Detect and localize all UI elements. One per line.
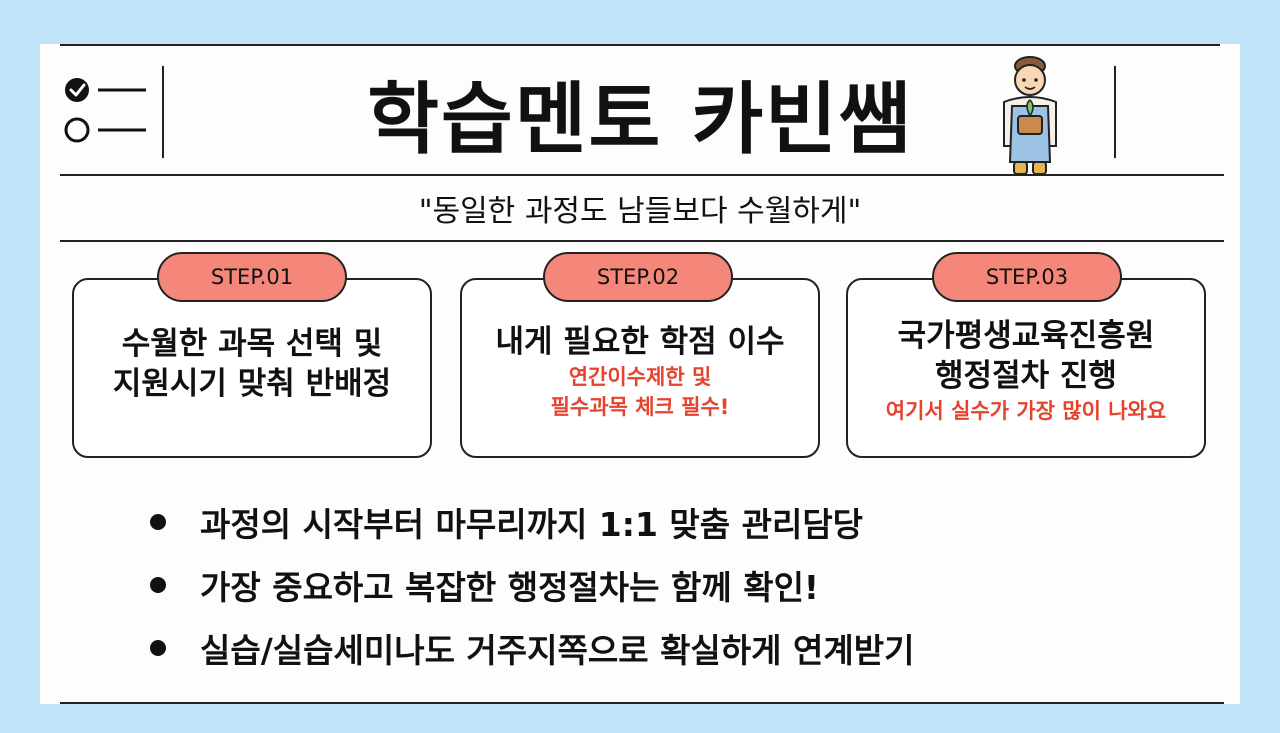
farmer-character-icon xyxy=(1003,56,1057,175)
top-border xyxy=(60,44,1220,46)
checklist-icon xyxy=(64,78,146,143)
bullet-icon xyxy=(150,514,166,530)
step-3-note-line-1: 여기서 실수가 가장 많이 나와요 xyxy=(885,399,1167,423)
list-item: 실습/실습세미나도 거주지쪽으로 확실하게 연계받기 xyxy=(150,618,1170,678)
step-1-main-line-2: 지원시기 맞춰 반배정 xyxy=(112,366,392,402)
step-3-main-line-2: 행정절차 진행 xyxy=(935,358,1117,394)
bullet-icon xyxy=(150,577,166,593)
step-card-1: 수월한 과목 선택 및 지원시기 맞춰 반배정 xyxy=(72,278,432,458)
step-3-main-line-1: 국가평생교육진흥원 xyxy=(897,318,1155,354)
step-2-note-line-1: 연간이수제한 및 xyxy=(568,365,712,389)
step-1-main-line-1: 수월한 과목 선택 및 xyxy=(121,326,383,362)
list-item: 과정의 시작부터 마무리까지 1:1 맞춤 관리담당 xyxy=(150,492,1170,552)
header-right-separator xyxy=(1114,66,1116,158)
bottom-border xyxy=(60,702,1224,704)
feature-list: 과정의 시작부터 마무리까지 1:1 맞춤 관리담당 가장 중요하고 복잡한 행… xyxy=(150,492,1170,681)
header-divider xyxy=(60,174,1224,176)
step-2-badge: STEP.02 xyxy=(543,252,733,302)
subtitle-divider xyxy=(60,240,1224,242)
page-title: 학습멘토 카빈쌤 xyxy=(367,75,913,165)
step-2-note-line-2: 필수과목 체크 필수! xyxy=(550,395,730,419)
list-item-text: 가장 중요하고 복잡한 행정절차는 함께 확인! xyxy=(200,568,819,607)
step-3-badge: STEP.03 xyxy=(932,252,1122,302)
list-item: 가장 중요하고 복잡한 행정절차는 함께 확인! xyxy=(150,555,1170,615)
step-2-main-line-1: 내게 필요한 학점 이수 xyxy=(495,324,785,360)
list-item-text: 실습/실습세미나도 거주지쪽으로 확실하게 연계받기 xyxy=(200,631,915,670)
header-left-separator xyxy=(162,66,164,158)
bullet-icon xyxy=(150,640,166,656)
subtitle: "동일한 과정도 남들보다 수월하게" xyxy=(418,194,862,229)
step-card-2: 내게 필요한 학점 이수 연간이수제한 및 필수과목 체크 필수! xyxy=(460,278,820,458)
step-card-3: 국가평생교육진흥원 행정절차 진행 여기서 실수가 가장 많이 나와요 xyxy=(846,278,1206,458)
step-1-badge: STEP.01 xyxy=(157,252,347,302)
list-item-text: 과정의 시작부터 마무리까지 1:1 맞춤 관리담당 xyxy=(200,505,864,544)
